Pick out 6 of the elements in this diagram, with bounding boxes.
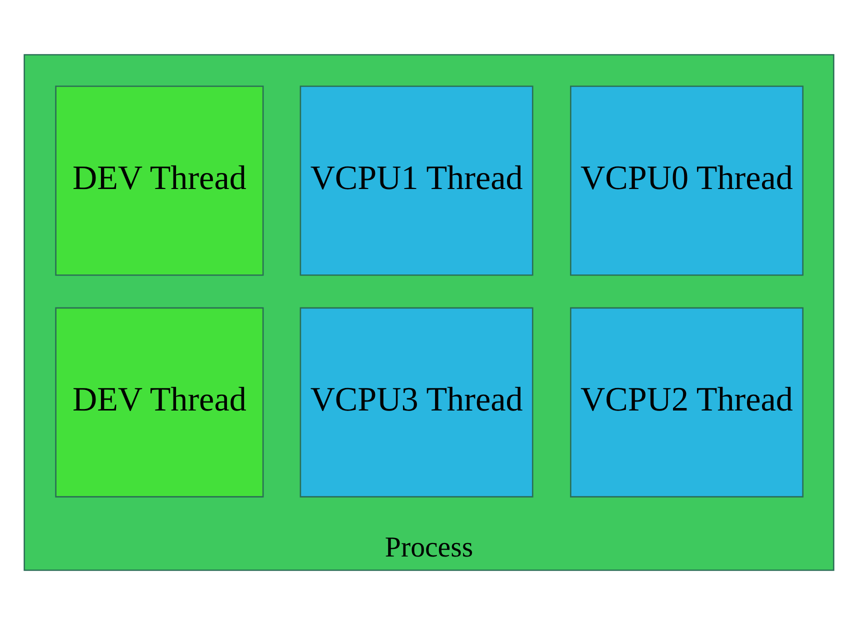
node-box: VCPU3 Thread <box>300 307 534 498</box>
node-box: VCPU0 Thread <box>570 86 804 276</box>
node-box: DEV Thread <box>55 307 264 498</box>
node-box: DEV Thread <box>55 86 264 276</box>
node-box: VCPU1 Thread <box>300 86 534 276</box>
node-box: VCPU2 Thread <box>570 307 804 498</box>
